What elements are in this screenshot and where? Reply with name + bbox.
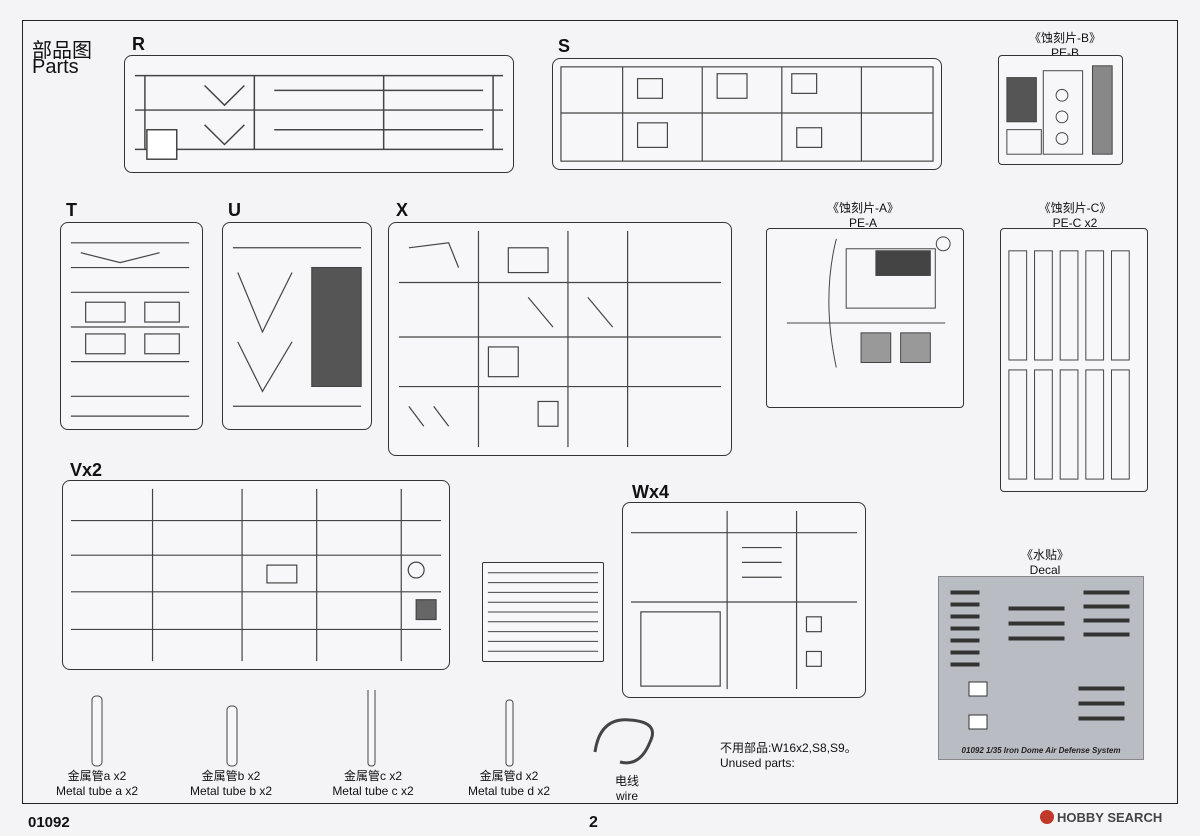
tube-a-zh: 金属管a x2 xyxy=(67,769,127,783)
tube-b-zh: 金属管b x2 xyxy=(201,769,261,783)
pe-c-title-zh: 《蚀刻片-C》 xyxy=(1038,201,1112,215)
pe-b-sheet xyxy=(998,55,1123,165)
decal-sheet: 01092 1/35 Iron Dome Air Defense System xyxy=(938,576,1144,760)
unused-parts-zh: 不用部品:W16x2,S8,S9。 xyxy=(720,741,857,755)
tube-a-en: Metal tube a x2 xyxy=(55,784,139,798)
pe-b-title-zh: 《蚀刻片-B》 xyxy=(1028,31,1101,45)
sprue-x-label: X xyxy=(396,200,409,220)
tube-c-zh: 金属管c x2 xyxy=(343,769,402,783)
ladder-part xyxy=(482,562,604,662)
tube-d-zh: 金属管d x2 xyxy=(479,769,539,783)
sprue-v xyxy=(62,480,450,670)
sprue-t xyxy=(60,222,203,430)
tube-b-en: Metal tube b x2 xyxy=(189,784,273,798)
product-code: 01092 xyxy=(28,814,70,831)
tube-c-en: Metal tube c x2 xyxy=(332,784,414,798)
unused-parts-en: Unused parts: xyxy=(720,756,795,770)
tube-d-en: Metal tube d x2 xyxy=(467,784,551,798)
sprue-u-label: U xyxy=(228,200,241,220)
sprue-r xyxy=(124,55,514,173)
parts-title-en: Parts xyxy=(32,56,79,78)
wire-zh: 电线 xyxy=(614,774,639,788)
decal-sheet-footer: 01092 1/35 Iron Dome Air Defense System xyxy=(961,746,1121,755)
wire-en: wire xyxy=(615,789,638,803)
sprue-w-label: Wx4 xyxy=(632,482,670,502)
pe-a-title-en: PE-A xyxy=(848,216,877,230)
sprue-w xyxy=(622,502,866,698)
sprue-r-label: R xyxy=(132,34,145,54)
page-number: 2 xyxy=(589,814,598,831)
wire-drawing xyxy=(593,718,654,765)
decal-title-zh: 《水贴》 xyxy=(1020,548,1069,562)
sprue-x xyxy=(388,222,732,456)
parts-title-zh: 部品图 xyxy=(32,40,92,62)
pe-a-sheet xyxy=(766,228,964,408)
sprue-s xyxy=(552,58,942,170)
sprue-v-label: Vx2 xyxy=(70,460,103,480)
pe-c-sheet xyxy=(1000,228,1148,492)
sprue-u xyxy=(222,222,372,430)
decal-title-en: Decal xyxy=(1029,563,1061,577)
pe-c-title-en: PE-C x2 xyxy=(1052,216,1098,230)
hobby-search-watermark: HOBBY SEARCH xyxy=(1057,810,1163,825)
page-frame xyxy=(22,20,1178,804)
metal-tubes-drawing xyxy=(91,690,514,767)
sprue-s-label: S xyxy=(558,36,571,56)
sprue-t-label: T xyxy=(66,200,77,220)
pe-a-title-zh: 《蚀刻片-A》 xyxy=(826,201,899,215)
hobby-search-logo-icon xyxy=(1040,810,1054,824)
